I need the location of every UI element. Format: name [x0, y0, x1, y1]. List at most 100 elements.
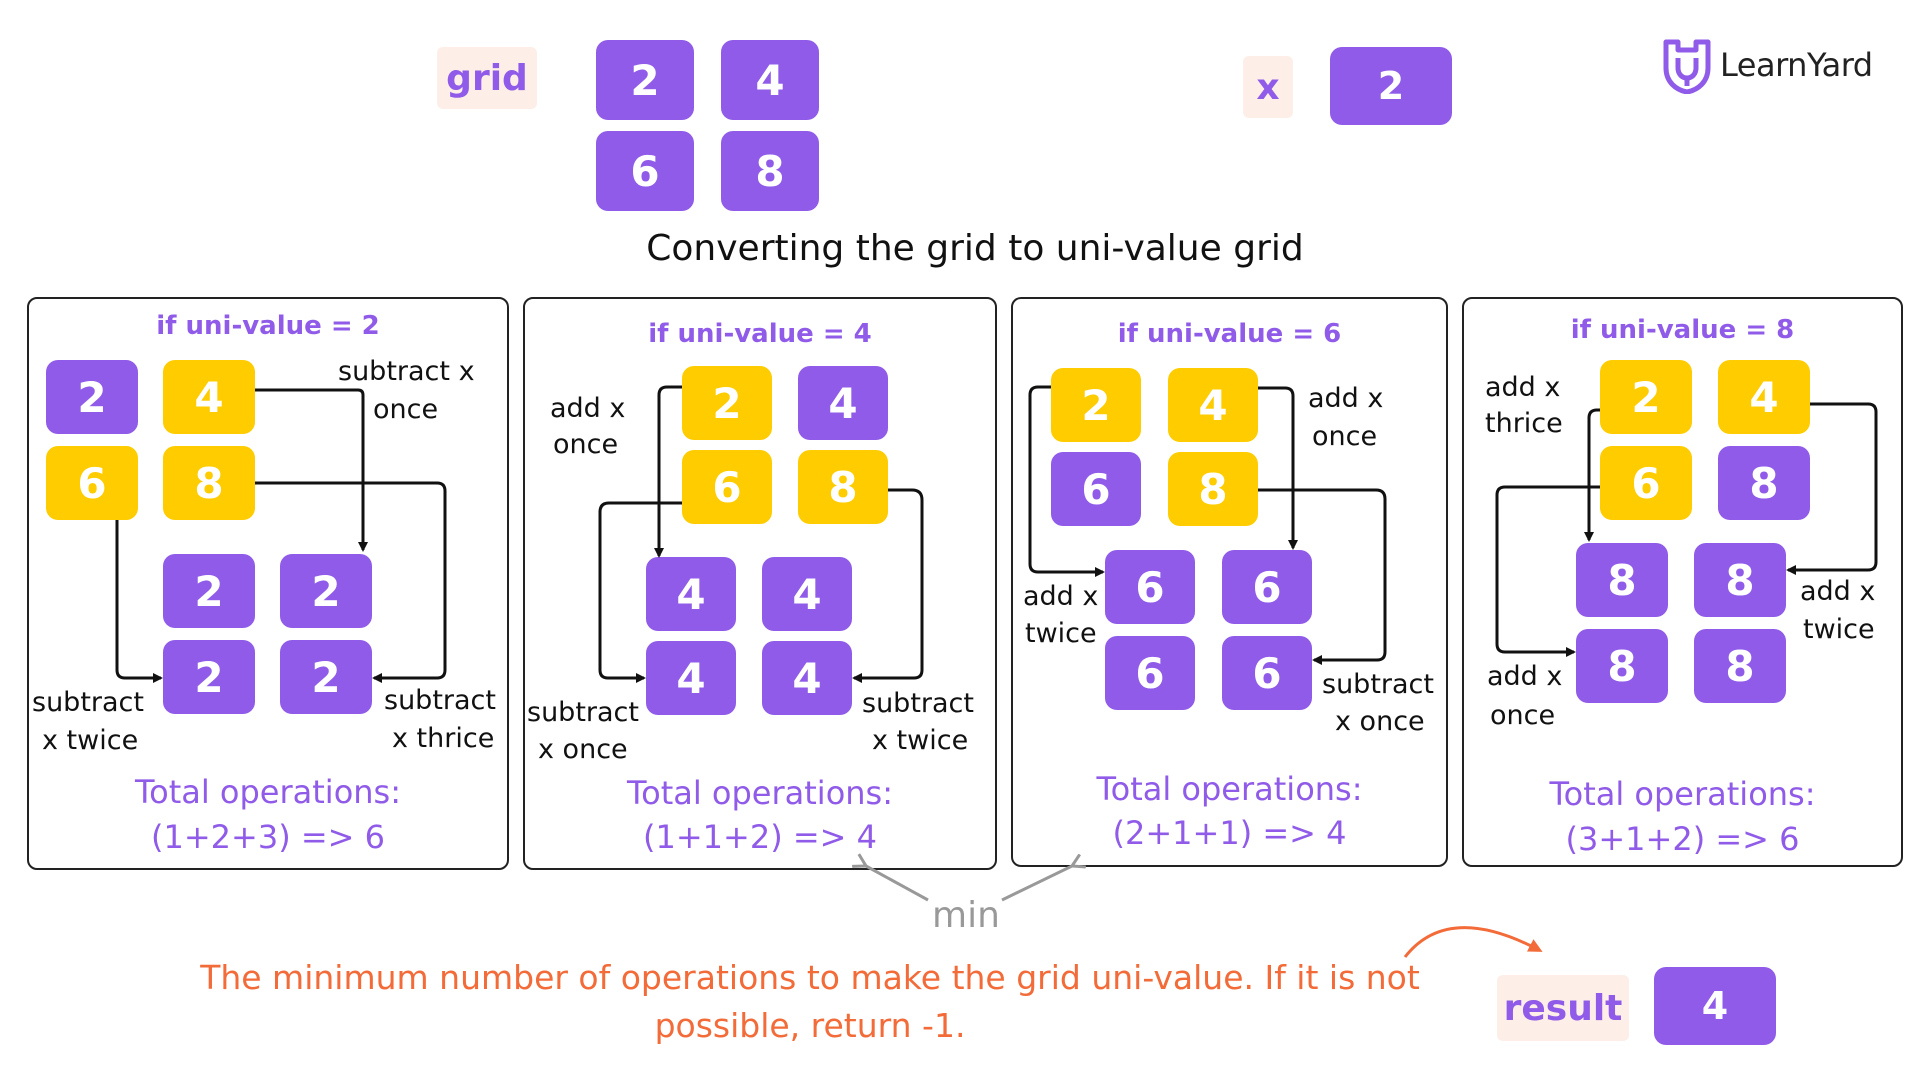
panel-3-top-cell: 4 [1168, 368, 1258, 442]
op-label: subtract [384, 685, 496, 716]
panel-1-bottom-cell: 2 [163, 640, 255, 714]
panel-2-top-cell: 4 [798, 366, 888, 440]
panel-uni-value-8: if uni-value = 8 [1462, 297, 1903, 867]
op-label: once [373, 394, 439, 425]
op-label: x twice [872, 725, 969, 756]
op-label: add x [1023, 581, 1099, 612]
op-label: x twice [42, 725, 139, 756]
total-expr: (1+1+2) => 4 [643, 818, 877, 856]
arrow [1495, 485, 1600, 657]
panel-4-bottom-cell: 8 [1576, 629, 1668, 703]
panel-uni-value-2: if uni-value = 2 [27, 297, 509, 870]
op-label: thrice [1485, 408, 1563, 439]
panel-4-top-cell: 2 [1600, 360, 1692, 434]
panel-2-bottom-cell: 4 [646, 557, 736, 631]
min-arrow-left [866, 866, 929, 902]
grid-cell: 4 [721, 40, 819, 120]
arrow [115, 520, 163, 683]
arrow [1258, 386, 1298, 550]
logo-text: LearnYard [1720, 46, 1873, 84]
op-label: once [1490, 700, 1556, 731]
panel-2-top-cell: 6 [682, 450, 772, 524]
heading: Converting the grid to uni-value grid [646, 228, 1304, 269]
arrow [255, 481, 447, 683]
panel-title: if uni-value = 4 [648, 319, 872, 349]
panel-title: if uni-value = 2 [156, 311, 380, 341]
panel-4-bottom-cell: 8 [1694, 629, 1786, 703]
panel-3-bottom-cell: 6 [1222, 550, 1312, 624]
panel-title: if uni-value = 6 [1117, 319, 1342, 349]
op-label: add x [1487, 661, 1563, 692]
op-label: twice [1025, 618, 1097, 649]
panel-2-top-cell: 8 [798, 450, 888, 524]
panel-4-top-cell: 8 [1718, 446, 1810, 520]
grid-label: grid [437, 47, 537, 109]
panel-1-bottom-cell: 2 [163, 554, 255, 628]
panel-1-bottom-cell: 2 [280, 554, 372, 628]
panel-3-bottom-cell: 6 [1222, 636, 1312, 710]
arrow [255, 388, 368, 552]
panel-2-bottom-cell: 4 [762, 557, 852, 631]
min-label: min [932, 895, 1000, 936]
total-label: Total operations: [627, 774, 893, 812]
panel-1-top-cell: 4 [163, 360, 255, 434]
result-arrow [1403, 926, 1543, 958]
panel-4-bottom-cell: 8 [1694, 543, 1786, 617]
total-label: Total operations: [1096, 770, 1363, 808]
panel-3-bottom-cell: 6 [1105, 550, 1195, 624]
panel-uni-value-4: if uni-value = 4 [523, 297, 997, 870]
total-expr: (1+2+3) => 6 [151, 818, 385, 856]
op-label: add x [1800, 576, 1876, 607]
panel-2-bottom-cell: 4 [646, 641, 736, 715]
panel-4-top-cell: 6 [1600, 446, 1692, 520]
panel-uni-value-6: if uni-value = 6 [1011, 297, 1448, 867]
panel-2-bottom-cell: 4 [762, 641, 852, 715]
op-label: subtract [527, 697, 639, 728]
op-label: x thrice [392, 723, 495, 754]
panel-3-top-cell: 6 [1051, 452, 1141, 526]
panel-3-bottom-cell: 6 [1105, 636, 1195, 710]
panel-4-bottom-cell: 8 [1576, 543, 1668, 617]
result-value: 4 [1654, 967, 1776, 1045]
panel-1-bottom-cell: 2 [280, 640, 372, 714]
description-line-1: The minimum number of operations to make… [200, 958, 1420, 997]
grid-cell: 2 [596, 40, 694, 120]
panel-1-top-cell: 2 [46, 360, 138, 434]
op-label: subtract x [338, 356, 475, 387]
op-label: once [1312, 421, 1378, 452]
total-label: Total operations: [1549, 775, 1816, 813]
panel-3-top-cell: 2 [1051, 368, 1141, 442]
panel-4-top-cell: 4 [1718, 360, 1810, 434]
x-label: x [1243, 56, 1293, 118]
arrow [598, 501, 682, 683]
arrow [1584, 408, 1600, 542]
grid-cell: 6 [596, 131, 694, 211]
op-label: twice [1803, 614, 1875, 645]
description-line-2: possible, return -1. [654, 1006, 966, 1045]
op-label: once [553, 429, 619, 460]
op-label: subtract [862, 688, 974, 719]
arrow [852, 488, 924, 683]
op-label: subtract [1322, 669, 1434, 700]
panel-2-top-cell: 2 [682, 366, 772, 440]
panel-title: if uni-value = 8 [1570, 315, 1795, 345]
total-expr: (2+1+1) => 4 [1112, 814, 1347, 852]
op-label: x once [538, 734, 628, 765]
arrow [1258, 488, 1387, 665]
arrow [1028, 385, 1105, 577]
panel-1-top-cell: 6 [46, 446, 138, 520]
logo: LearnYard [1662, 38, 1892, 94]
total-label: Total operations: [135, 773, 401, 811]
op-label: x once [1335, 706, 1425, 737]
op-label: subtract [32, 687, 144, 718]
x-value: 2 [1330, 47, 1452, 125]
min-arrow-right [1001, 866, 1072, 902]
op-label: add x [1485, 372, 1561, 403]
panel-3-top-cell: 8 [1168, 452, 1258, 526]
learnyard-logo-icon [1663, 39, 1711, 94]
arrow [1786, 402, 1878, 575]
total-expr: (3+1+2) => 6 [1565, 820, 1800, 858]
grid-cell: 8 [721, 131, 819, 211]
op-label: add x [1308, 383, 1384, 414]
